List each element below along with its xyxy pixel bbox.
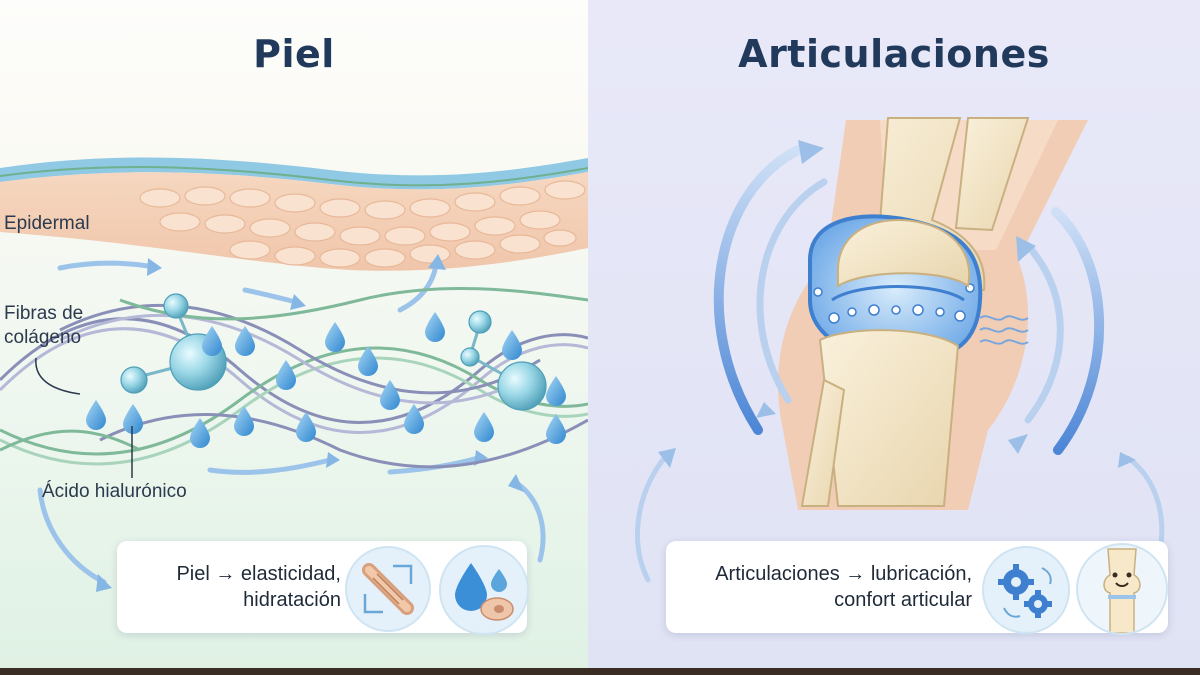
- skin-title: Piel: [253, 32, 335, 76]
- epidermis-label: Epidermal: [4, 213, 90, 234]
- skin-surface-line: [0, 157, 588, 190]
- joint-panel: Articulaciones Articulaciones → lubricac…: [588, 0, 1200, 675]
- skin-benefit-card: Piel → elasticidad, hidratación: [117, 541, 529, 635]
- bottom-edge-strip: [0, 668, 1200, 675]
- gears-icon: [982, 546, 1070, 634]
- skin-benefit-line1: Piel → elasticidad,: [176, 563, 341, 585]
- joint-benefit-card: Articulaciones → lubricación, confort ar…: [666, 541, 1168, 635]
- joint-title: Articulaciones: [738, 32, 1050, 76]
- hyaluronic-label: Ácido hialurónico: [42, 481, 187, 502]
- joint-benefit-line1: Articulaciones → lubricación,: [715, 563, 972, 585]
- knee-illustration: [635, 117, 1165, 583]
- skin-benefit-line2: hidratación: [243, 589, 341, 611]
- tibia: [818, 329, 960, 507]
- collagen-label-line1: Fibras de: [4, 303, 84, 324]
- motion-waves: [979, 315, 1029, 345]
- happy-joint-icon: [1076, 543, 1168, 635]
- skin-panel: Piel Epidermal Fibras de colágeno Ácido …: [0, 0, 588, 675]
- water-droplets: [86, 312, 566, 448]
- water-drop-cell-icon: [439, 545, 529, 635]
- epidermis-cells: [139, 180, 586, 268]
- joint-benefit-line2: confort articular: [834, 589, 972, 611]
- stretch-fiber-icon: [345, 546, 431, 632]
- skin-illustration: [0, 157, 588, 592]
- label-leader-lines: [35, 357, 133, 478]
- flow-arrows: [37, 260, 546, 585]
- collagen-label-line2: colágeno: [4, 327, 82, 348]
